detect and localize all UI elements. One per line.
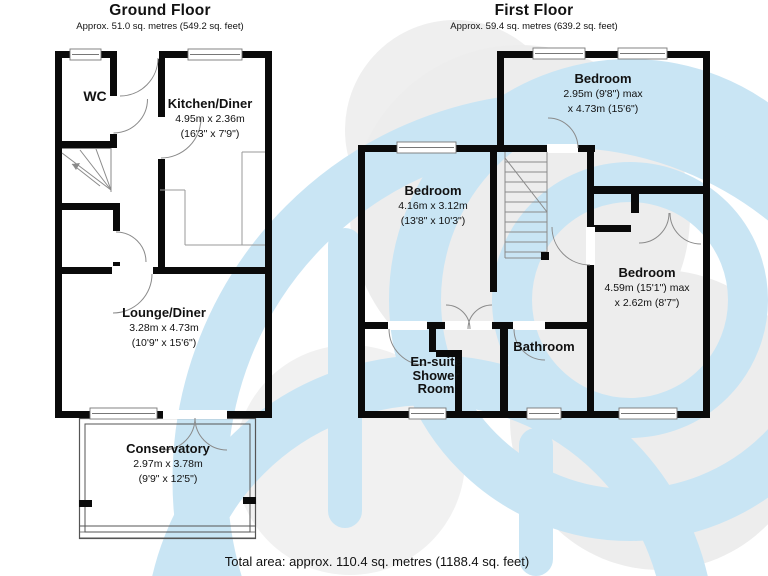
bedroom2-name: Bedroom [404,183,462,198]
bedroom3-door-arc [551,226,591,266]
conservatory-door-arc [162,417,196,451]
window [618,407,678,420]
room-label-ensuite: En-suite Shower Room [410,355,461,396]
conservatory-structure [78,417,257,540]
bedroom1-name: Bedroom [574,71,632,86]
lounge-dim-metric: 3.28m x 4.73m [129,322,199,334]
ground-floor-door-openings [109,50,227,419]
window [532,47,586,60]
first-floor-area-text: Approx. 59.4 sq. metres (639.2 sq. feet) [450,21,618,32]
kitchen-dim-metric: 4.95m x 2.36m [175,113,245,125]
first-floor-title-text: First Floor [494,2,574,19]
ground-floor-plan [55,48,272,540]
room-label-bedroom1: Bedroom 2.95m (9'8") max x 4.73m (15'6") [563,71,642,116]
closet-door-arc [669,212,702,245]
window [187,48,243,61]
window [69,48,102,61]
first-floor-windows [396,47,678,420]
conservatory-door-arc [194,417,228,451]
ground-floor-title-text: Ground Floor [109,2,211,19]
room-label-bedroom3: Bedroom 4.59m (15'1") max x 2.62m (8'7") [604,265,689,310]
window [408,407,447,420]
wc-door-arc [113,98,148,134]
ground-floor-stairs [61,148,112,192]
window [396,141,457,154]
ensuite-name-line1: En-suite [410,354,462,369]
first-floor-stairs [504,152,549,260]
kitchen-dim-imperial: (16'3" x 7'9") [180,127,240,140]
ensuite-door-arc [388,328,426,366]
closet-door-arc [638,212,670,244]
lounge-name: Lounge/Diner [122,305,206,320]
kitchen-door-arc [160,117,202,159]
ground-floor-area-text: Approx. 51.0 sq. metres (549.2 sq. feet) [76,21,244,32]
bedroom1-dim-metric: 2.95m (9'8") max [563,88,643,100]
cupboard-door-arc [115,231,147,263]
bedroom3-dim-metric: 4.59m (15'1") max [604,282,690,294]
bedroom1-door-arc [547,117,579,149]
kitchen-counter [160,151,265,246]
kitchen-name: Kitchen/Diner [167,96,253,111]
lounge-door-arc [112,273,153,314]
conservatory-dim-metric: 2.97m x 3.78m [133,458,203,470]
room-label-bathroom: Bathroom [513,339,574,355]
bedroom2-dim-metric: 4.16m x 3.12m [398,200,468,212]
first-floor-title: First Floor Approx. 59.4 sq. metres (639… [450,2,617,32]
bathroom-door-arc [513,328,546,361]
bedroom2-door-arc [445,304,471,330]
window [526,407,562,420]
lounge-dim-imperial: (10'9" x 15'6") [131,336,197,349]
bedroom2-dim-imperial: (13'8" x 10'3") [400,214,466,227]
room-label-lounge: Lounge/Diner 3.28m x 4.73m (10'9" x 15'6… [122,305,206,350]
bedroom2-door-arc [467,304,493,330]
front-door-arc [119,57,159,97]
window [617,47,668,60]
room-label-conservatory: Conservatory 2.97m x 3.78m (9'9" x 12'5"… [126,441,210,486]
bedroom3-dim-imperial: x 2.62m (8'7") [614,296,680,309]
wc-name: WC [83,88,107,104]
ensuite-name-line2: Shower [412,367,460,383]
total-area-text: Total area: approx. 110.4 sq. metres (11… [224,554,530,569]
bedroom3-name: Bedroom [618,265,676,280]
ground-floor-door-arcs [112,57,228,451]
first-floor-plan [358,47,710,420]
room-label-kitchen: Kitchen/Diner 4.95m x 2.36m (16'3" x 7'9… [168,96,253,141]
stairs-arrow [72,163,80,170]
conservatory-name: Conservatory [126,441,210,456]
window [89,407,158,420]
watermark-logo [152,20,768,576]
conservatory-dim-imperial: (9'9" x 12'5") [138,472,198,485]
ground-floor-windows [69,48,243,420]
ensuite-name-line3: Room [417,381,455,396]
room-label-bedroom2: Bedroom 4.16m x 3.12m (13'8" x 10'3") [398,183,467,228]
room-label-wc: WC [83,88,106,104]
bedroom1-dim-imperial: x 4.73m (15'6") [567,102,639,115]
bathroom-name: Bathroom [513,339,575,354]
first-floor-door-arcs [388,117,702,366]
ground-floor-title: Ground Floor Approx. 51.0 sq. metres (54… [76,2,243,32]
